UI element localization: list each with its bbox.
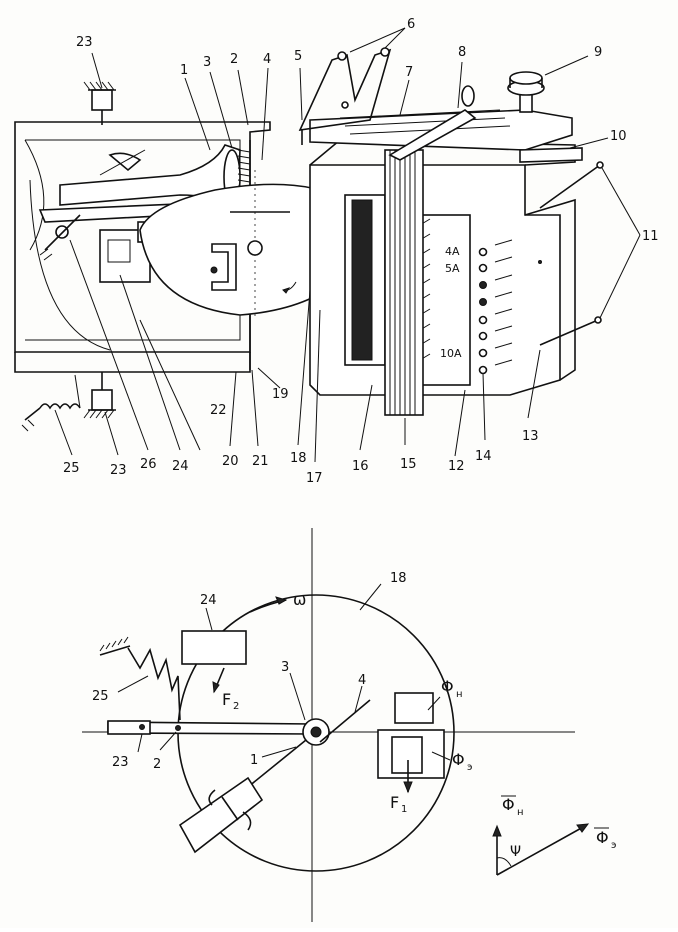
phasor-phi-n: Φ	[502, 795, 515, 814]
callout-17: 17	[306, 471, 323, 486]
callout-13: 13	[522, 429, 539, 444]
callout-11: 11	[642, 229, 659, 244]
callout-22: 22	[210, 403, 227, 418]
svg-text:э: э	[467, 762, 473, 773]
callouts-bottom: 24 18 3 4 25 23 2 1	[92, 571, 407, 772]
voltage-coil-block: Φ н	[394, 677, 463, 724]
callout-18: 18	[290, 451, 307, 466]
callout-23-schematic: 23	[112, 755, 129, 770]
force-f1: F 1	[390, 760, 413, 815]
callout-3: 3	[203, 55, 211, 70]
callout-26: 26	[140, 457, 157, 472]
current-tap-terminals: 4A 5A 10A	[440, 239, 513, 375]
schematic-lever	[107, 720, 313, 735]
callout-25-top: 25	[63, 461, 80, 476]
phasor-angle-psi: Ψ	[510, 844, 521, 860]
svg-text:F: F	[222, 690, 231, 709]
callout-25-bottom: 25	[92, 689, 109, 704]
callout-8: 8	[458, 45, 466, 60]
meter-assembly-drawing: N	[14, 17, 659, 486]
svg-text:F: F	[390, 793, 399, 812]
svg-text:н: н	[517, 807, 524, 818]
callout-20: 20	[222, 454, 239, 469]
callout-5: 5	[294, 49, 302, 64]
callouts-top: 23 1 3 2 4 5 6 7 8 9 10 11 13 14 12 15 1…	[63, 17, 659, 486]
leader-lines-bottom	[117, 583, 382, 758]
callout-18-bottom: 18	[390, 571, 407, 586]
svg-text:н: н	[456, 689, 463, 700]
callout-15: 15	[400, 457, 417, 472]
callout-23-top: 23	[76, 35, 93, 50]
callout-10: 10	[610, 129, 627, 144]
rotation-arrow: ω	[249, 590, 306, 613]
bottom-bracket	[21, 372, 116, 432]
svg-text:1: 1	[401, 804, 407, 815]
tap-label-5a: 5A	[445, 262, 460, 275]
svg-text:2: 2	[233, 701, 239, 712]
callout-12: 12	[448, 459, 465, 474]
callout-14: 14	[475, 449, 492, 464]
callout-23-bottom: 23	[110, 463, 127, 478]
callout-6: 6	[407, 17, 415, 32]
phasor-phi-e: Φ	[596, 828, 609, 847]
callout-1: 1	[180, 63, 188, 78]
callout-21: 21	[252, 454, 269, 469]
top-plate-assembly	[298, 47, 583, 163]
callout-24-bottom: 24	[200, 593, 217, 608]
spring	[99, 636, 181, 721]
svg-text:Φ: Φ	[441, 677, 454, 696]
callout-2: 2	[230, 52, 238, 67]
electromagnet: 4A 5A 10A	[309, 139, 604, 416]
tap-label-10a: 10A	[440, 347, 462, 360]
callout-4: 4	[263, 52, 271, 67]
leader-lines-top	[54, 27, 641, 463]
current-coil-block: Φ э	[377, 729, 473, 779]
phasor-diagram: Φ н Φ э Ψ	[492, 795, 617, 876]
svg-text:Φ: Φ	[452, 750, 465, 769]
callout-3-bottom: 3	[281, 660, 289, 675]
pivot-center	[310, 726, 322, 738]
svg-text:э: э	[611, 840, 617, 851]
callout-1-bottom: 1	[250, 753, 258, 768]
callout-16: 16	[352, 459, 369, 474]
top-bracket	[83, 81, 116, 125]
callout-4-bottom: 4	[358, 673, 366, 688]
brake-magnet-block	[181, 630, 247, 665]
callout-19: 19	[272, 387, 289, 402]
callout-24-top: 24	[172, 459, 189, 474]
tap-label-4a: 4A	[445, 245, 460, 258]
omega-label: ω	[293, 590, 306, 609]
schematic-drawing: ω F 2	[82, 528, 617, 922]
force-f2: F 2	[212, 667, 239, 712]
callout-2-bottom: 2	[153, 757, 161, 772]
diagonal-arm	[178, 699, 371, 854]
callout-7: 7	[405, 65, 413, 80]
callout-9: 9	[594, 45, 602, 60]
